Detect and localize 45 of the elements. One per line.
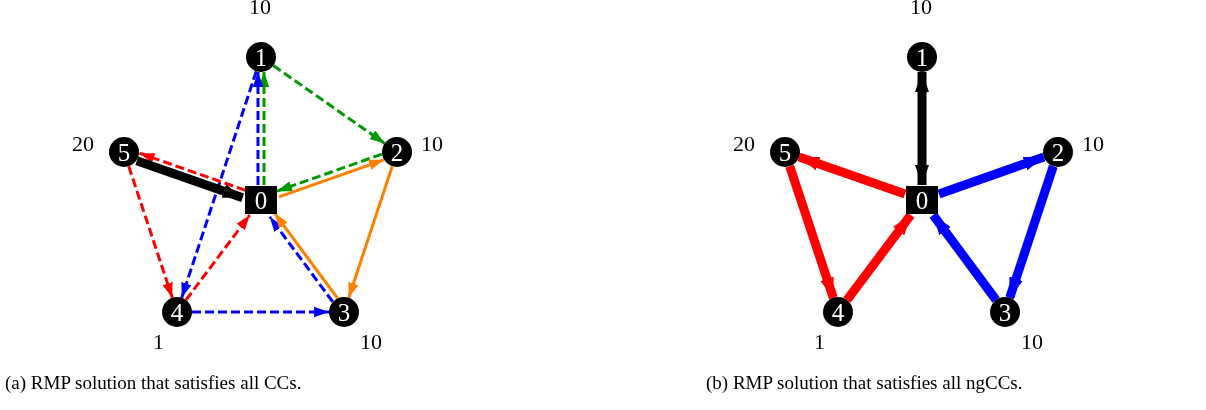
node-label: 5 bbox=[117, 139, 131, 165]
caption: (a) RMP solution that satisfies all CCs. bbox=[5, 372, 302, 394]
node-label: 5 bbox=[778, 139, 792, 165]
arrow bbox=[278, 158, 385, 199]
demand-label: 20 bbox=[72, 133, 94, 155]
depot-node bbox=[906, 186, 938, 214]
arrow bbox=[929, 212, 1000, 303]
demand-label: 20 bbox=[733, 133, 755, 155]
arrow bbox=[785, 164, 838, 300]
node-label: 4 bbox=[170, 299, 184, 325]
node-label: 1 bbox=[915, 44, 929, 70]
arrow bbox=[937, 152, 1046, 199]
arrow bbox=[139, 151, 246, 192]
demand-label: 10 bbox=[1082, 133, 1104, 155]
arrow bbox=[184, 214, 251, 301]
node-label: 2 bbox=[390, 139, 404, 165]
arrow bbox=[276, 152, 383, 193]
demand-label: 10 bbox=[421, 133, 443, 155]
node-label: 1 bbox=[254, 44, 268, 70]
demand-label: 10 bbox=[1021, 331, 1043, 353]
arrow bbox=[843, 212, 915, 303]
arrow bbox=[258, 72, 270, 185]
demand-label: 10 bbox=[360, 331, 382, 353]
node-label: 2 bbox=[1051, 139, 1065, 165]
node-label: 3 bbox=[998, 299, 1012, 325]
node-label: 3 bbox=[337, 299, 351, 325]
arrow bbox=[1005, 164, 1058, 300]
arrow bbox=[252, 72, 264, 185]
arrow bbox=[192, 306, 329, 318]
demand-label: 10 bbox=[249, 0, 271, 18]
arrow bbox=[127, 165, 174, 299]
depot-node bbox=[245, 186, 277, 214]
node-label: 4 bbox=[831, 299, 845, 325]
arrow bbox=[797, 152, 907, 199]
node-label: 0 bbox=[254, 187, 268, 213]
demand-label: 10 bbox=[910, 0, 932, 18]
caption: (b) RMP solution that satisfies all ngCCs. bbox=[706, 372, 1023, 394]
arrow bbox=[135, 156, 245, 203]
arrow bbox=[347, 165, 394, 299]
demand-label: 1 bbox=[153, 331, 164, 353]
node-label: 0 bbox=[915, 187, 929, 213]
demand-label: 1 bbox=[814, 331, 825, 353]
arrow bbox=[272, 64, 386, 145]
arrow bbox=[180, 70, 258, 299]
arrow bbox=[915, 72, 929, 185]
